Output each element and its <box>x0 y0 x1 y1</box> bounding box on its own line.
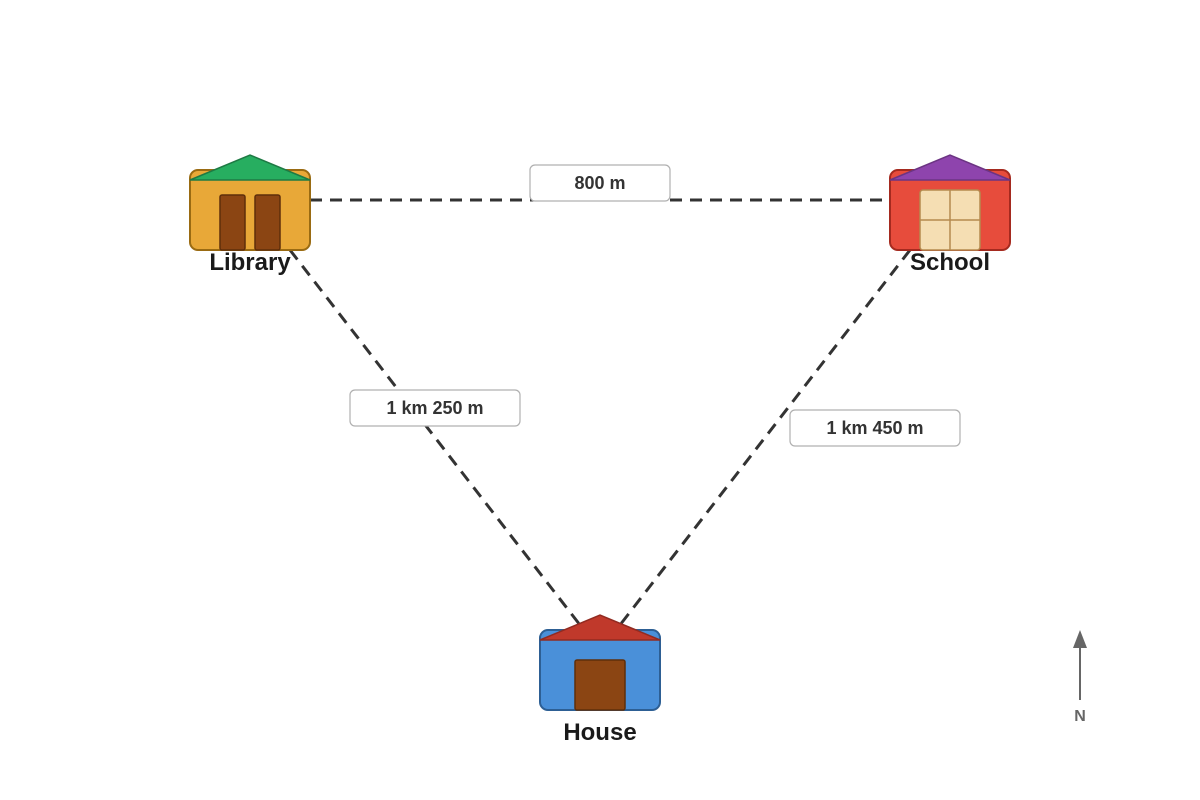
distance-text-library-house: 1 km 250 m <box>386 398 483 418</box>
school-building: School <box>889 154 1011 276</box>
library-building: Library <box>189 154 311 276</box>
distance-text-library-school: 800 m <box>574 173 625 193</box>
house-building: House <box>539 614 661 746</box>
house-roof <box>539 614 661 641</box>
distance-text-school-house: 1 km 450 m <box>826 418 923 438</box>
library-door-right <box>254 194 281 251</box>
school-roof <box>889 154 1011 181</box>
library-label: Library <box>209 249 291 276</box>
house-door <box>574 659 626 711</box>
compass-north-label: N <box>1074 708 1086 725</box>
distance-label-library-house: 1 km 250 m <box>349 389 521 427</box>
north-arrow-icon <box>1073 630 1087 700</box>
house-label: House <box>563 719 636 746</box>
library-roof <box>189 154 311 181</box>
library-door-left <box>219 194 246 251</box>
route-library-house <box>288 249 582 626</box>
distance-label-library-school: 800 m <box>529 164 671 202</box>
library-wall <box>189 169 311 251</box>
school-label: School <box>910 249 990 276</box>
compass: N <box>1073 630 1087 725</box>
distance-label-school-house: 1 km 450 m <box>789 409 961 447</box>
